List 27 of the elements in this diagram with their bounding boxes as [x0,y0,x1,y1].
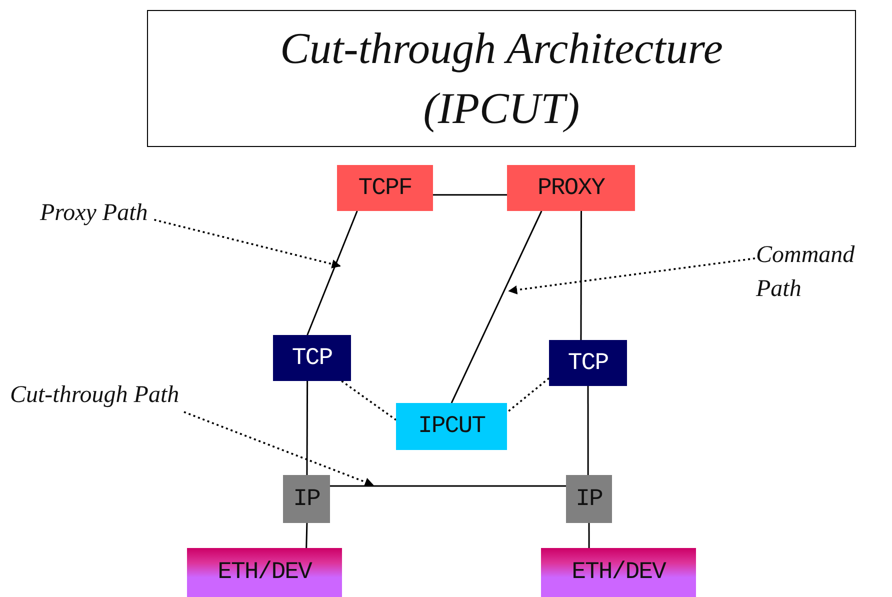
title: Cut-through Architecture (IPCUT) [279,22,724,134]
component-box: TCP [549,340,627,386]
leader-line [508,258,756,294]
connector-line [330,485,566,487]
leader-line [154,218,341,268]
connector-line [433,194,507,196]
connector-line [580,211,582,340]
connector-line [506,377,550,414]
callout-text: Command Path [756,238,858,306]
component-box: IPCUT [396,403,507,450]
component-box: TCPF [337,165,433,211]
connector-line [306,381,308,475]
callout-text: Cut-through Path [10,378,184,412]
component-box: IP [566,475,612,523]
component-box: PROXY [507,165,635,211]
component-box: IP [283,475,330,523]
component-box: ETH/DEV [541,548,696,597]
connector-line [306,210,358,336]
connector-line [341,380,397,421]
connector-line [588,523,590,548]
connector-line [306,522,308,548]
connector-line [587,386,589,475]
callout-text: Proxy Path [40,196,152,230]
component-box: TCP [273,335,351,381]
component-box: ETH/DEV [187,548,342,597]
leader-line [184,411,374,486]
connector-line [450,210,542,404]
